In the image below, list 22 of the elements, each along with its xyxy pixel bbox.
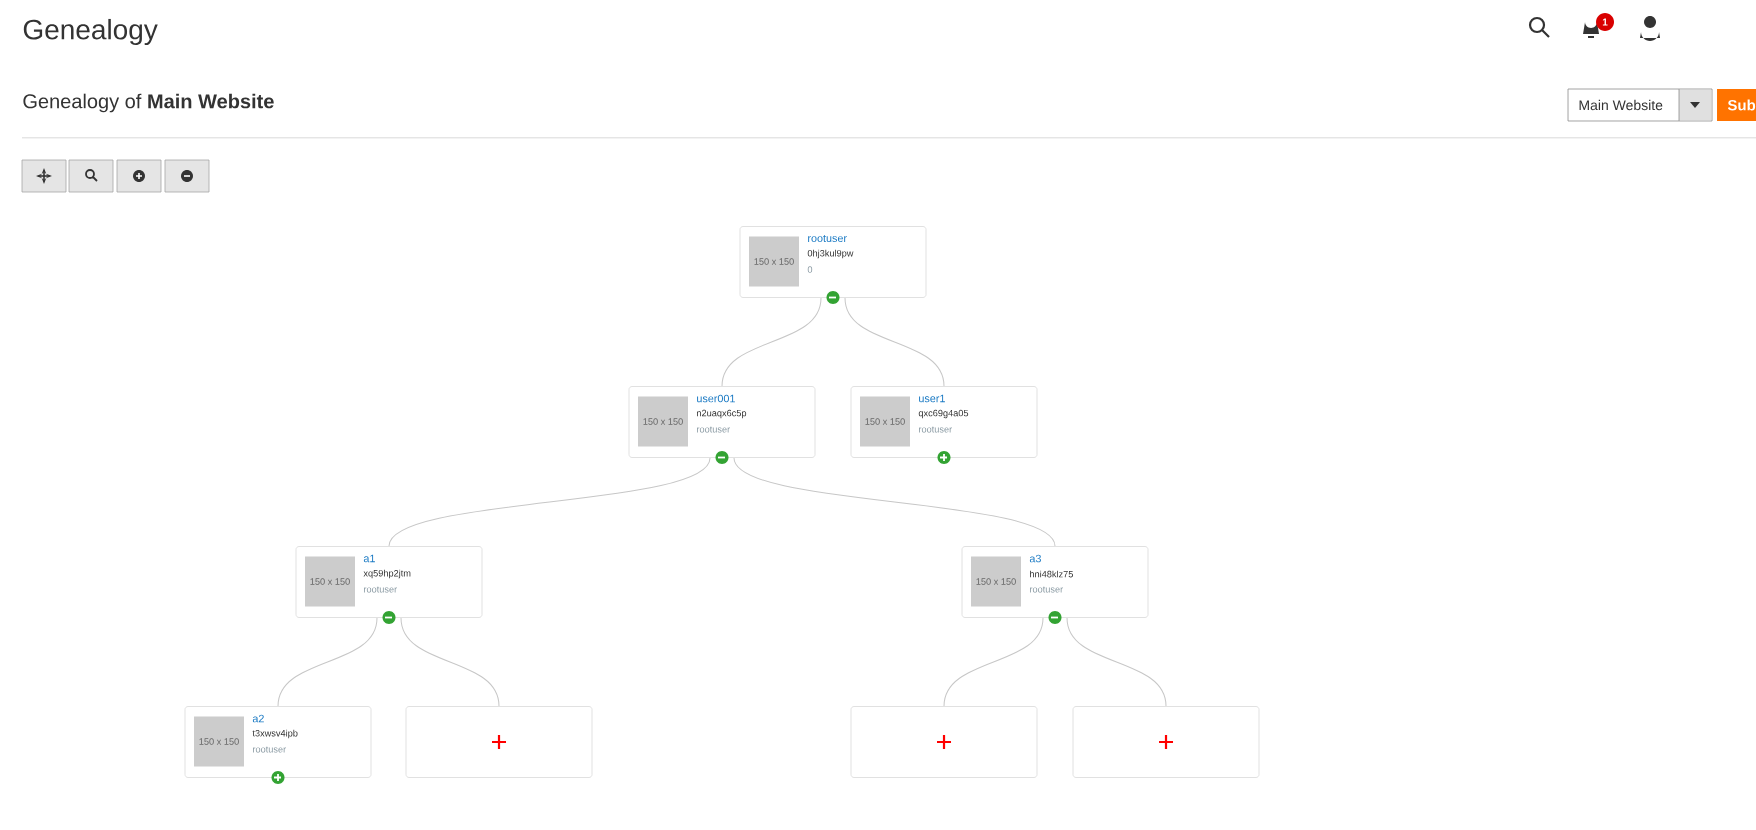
- connector-line: [733, 457, 1056, 547]
- add-member-box: [405, 706, 593, 778]
- member-card: 150 x 150 a2 t3xwsv4ipb rootuser: [184, 706, 372, 778]
- connector-line: [388, 457, 711, 547]
- add-member-box: [850, 706, 1038, 778]
- add-member-box: [1072, 706, 1260, 778]
- connector-line: [721, 297, 822, 387]
- member-card: 150 x 150 user1 qxc69g4a05 rootuser: [850, 386, 1038, 458]
- page-title: Genealogy: [23, 18, 158, 46]
- connector-line: [400, 617, 500, 707]
- member-card: 150 x 150 a1 xq59hp2jtm rootuser: [295, 546, 483, 618]
- member-card: 150 x 150 user001 n2uaqx6c5p rootuser: [628, 386, 816, 458]
- submit-button: Sub: [1717, 89, 1756, 121]
- notification-badge: 1: [1596, 13, 1614, 31]
- page-subtitle: Genealogy of Main Website: [23, 93, 274, 113]
- member-card: 150 x 150 rootuser 0hj3kul9pw 0: [739, 226, 927, 298]
- connector-line: [844, 297, 945, 387]
- connector-line: [943, 617, 1044, 707]
- member-card: 150 x 150 a3 hni48klz75 rootuser: [961, 546, 1149, 618]
- connector-line: [1066, 617, 1167, 707]
- connector-line: [277, 617, 378, 707]
- website-dropdown: Main Website: [1567, 88, 1713, 122]
